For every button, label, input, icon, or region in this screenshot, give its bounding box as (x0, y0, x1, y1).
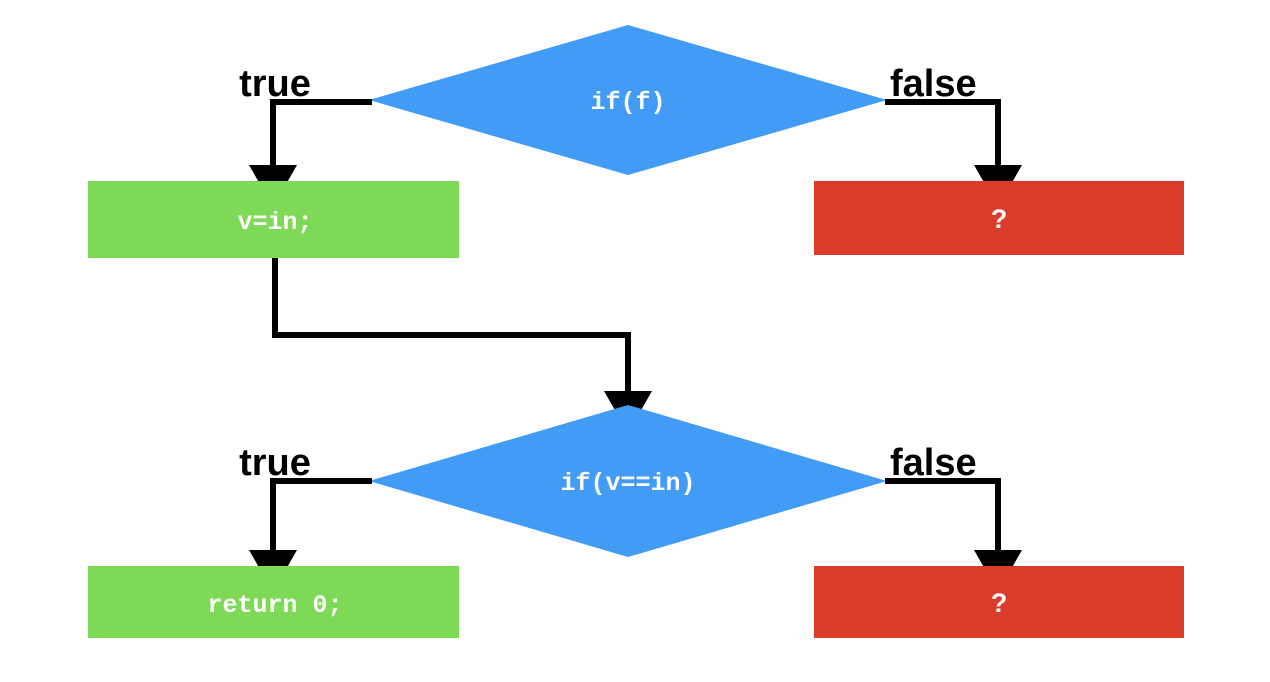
decision-node-if-f[interactable] (369, 25, 887, 175)
unknown-bottom-label: ? (991, 588, 1008, 618)
edge-label-false-1: false (890, 63, 977, 105)
process-v-assign-label: v=in; (237, 208, 312, 237)
edge-v-assign-to-if2-path[interactable] (272, 258, 652, 433)
unknown-node-bottom[interactable] (814, 566, 1184, 638)
decision-if-f-label: if(f) (590, 88, 665, 117)
unknown-top-label: ? (991, 204, 1008, 234)
decision-if-v-eq-in-label: if(v==in) (560, 469, 695, 498)
edge-label-true-2: true (239, 442, 311, 484)
process-node-v-assign[interactable] (88, 181, 459, 258)
process-return-zero-label: return 0; (207, 591, 342, 620)
unknown-node-top[interactable] (814, 181, 1184, 255)
decision-node-if-v-eq-in[interactable] (369, 405, 887, 557)
process-node-return-zero[interactable] (88, 566, 459, 638)
edge-label-false-2: false (890, 442, 977, 484)
edge-label-true-1: true (239, 63, 311, 105)
